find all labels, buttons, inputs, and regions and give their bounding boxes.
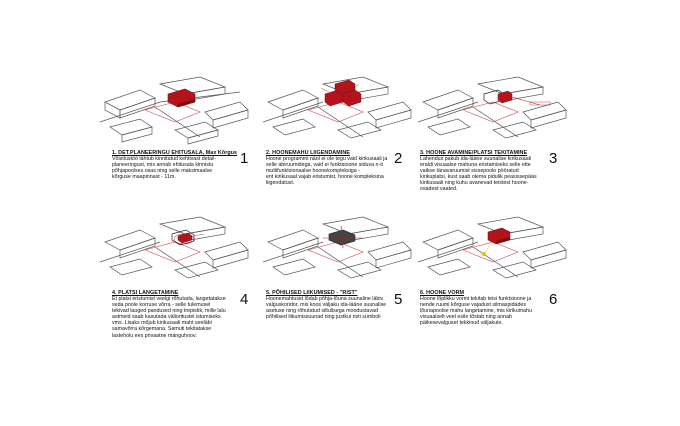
panel-title: 2. HOONEMAHU LIIGENDAMINE <box>266 150 350 156</box>
step-number: 6 <box>549 291 558 308</box>
step-number: 1 <box>240 150 249 167</box>
massing-sketch-1 <box>100 72 250 150</box>
step-number: 3 <box>549 150 558 167</box>
panel-description: Hoone programmi näol ei ole tegu vaid ki… <box>266 156 388 187</box>
panel-description: Võistlustöö lähtub kinnitatud kehtivast … <box>112 156 217 181</box>
panel-title: 3. HOONE AVAMINE/PLATSI TEKITAMINE <box>420 150 528 156</box>
panel-description: Hoone lõplikku vormi tekitab teisi funkt… <box>420 296 532 327</box>
panel-title: 5. PÕHILISED LIIKUMISED - "RIST" <box>266 290 358 296</box>
massing-sketch-2 <box>263 72 413 150</box>
panel-title: 4. PLATSI LANGETAMINE <box>112 290 179 296</box>
panel-description: Et platsi eristumist veelgi rõhutada, la… <box>112 296 226 339</box>
massing-sketch-6 <box>418 212 568 290</box>
massing-sketch-3 <box>418 72 568 150</box>
step-number: 2 <box>394 150 403 167</box>
step-number: 5 <box>394 291 403 308</box>
panel-title: 6. HOONE VORM <box>420 290 465 296</box>
massing-sketch-4 <box>100 212 250 290</box>
panel-description: Hoonemahtusid lõdab põhja-lõuna suunalin… <box>266 296 387 321</box>
panel-description: Lahendus pakub ida-lääne suunalise kirik… <box>420 156 537 193</box>
massing-sketch-5 <box>263 212 413 290</box>
panel-title: 1. DET.PLANEERINGU EHITUSALA, Max Kõrgus <box>112 150 238 156</box>
step-number: 4 <box>240 291 249 308</box>
